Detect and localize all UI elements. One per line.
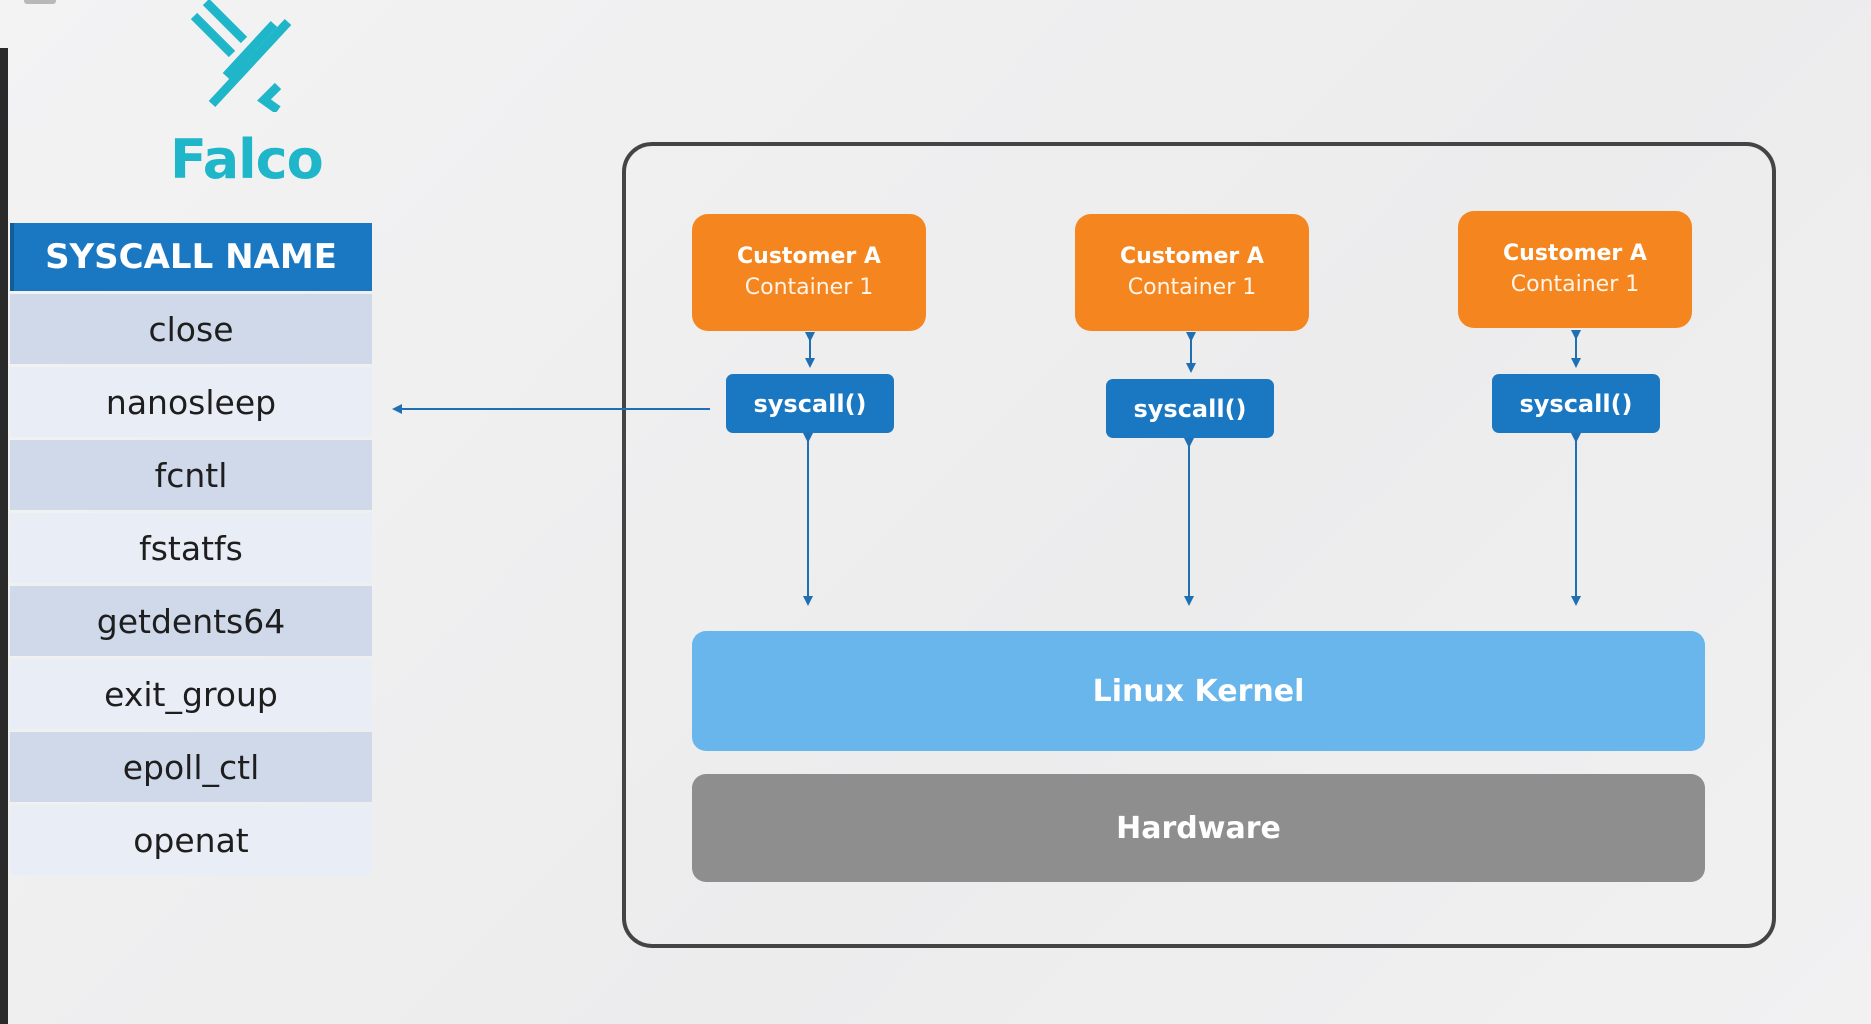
syscall-box-3: syscall() [1492,374,1660,433]
table-row: openat [10,805,372,875]
container-box-3: Customer A Container 1 [1458,211,1692,328]
table-row: fstatfs [10,513,372,583]
container-box-1: Customer A Container 1 [692,214,926,331]
window-left-edge [0,48,8,1024]
host-frame [622,142,1776,948]
table-row: exit_group [10,659,372,729]
container-box-2: Customer A Container 1 [1075,214,1309,331]
falco-logo-icon [190,0,292,112]
syscall-table: SYSCALL NAME close nanosleep fcntl fstat… [10,223,372,875]
hardware-layer: Hardware [692,774,1705,882]
container-title: Customer A [737,243,881,269]
table-row: getdents64 [10,586,372,656]
syscall-box-1: syscall() [726,374,894,433]
container-subtitle: Container 1 [744,274,874,300]
window-top-tab [24,0,56,4]
container-subtitle: Container 1 [1510,271,1640,297]
syscall-box-2: syscall() [1106,379,1274,438]
falco-logo: Falco [170,0,324,200]
container-title: Customer A [1120,243,1264,269]
container-title: Customer A [1503,240,1647,266]
container-subtitle: Container 1 [1127,274,1257,300]
table-row: fcntl [10,440,372,510]
table-row: epoll_ctl [10,732,372,802]
linux-kernel-layer: Linux Kernel [692,631,1705,751]
table-row: nanosleep [10,367,372,437]
table-row: close [10,294,372,364]
falco-wordmark: Falco [170,128,324,191]
syscall-table-header: SYSCALL NAME [10,223,372,291]
